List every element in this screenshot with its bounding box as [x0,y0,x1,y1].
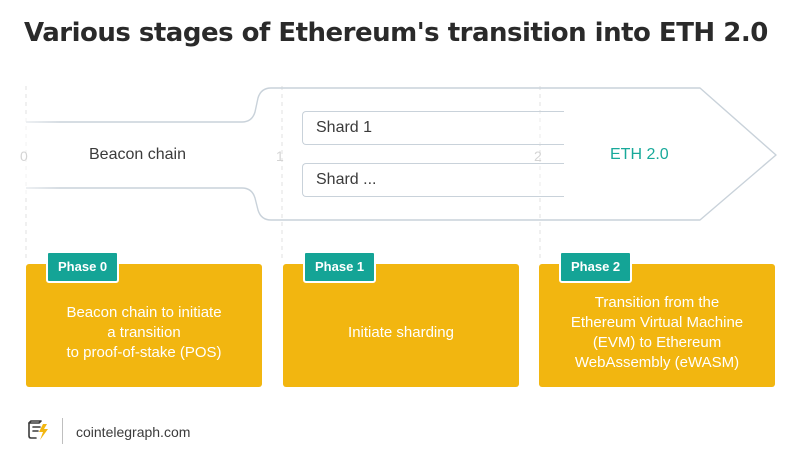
timeline-tick-2: 2 [534,148,542,164]
timeline-arrow-outline [26,87,777,221]
phase-description-2: Transition from the Ethereum Virtual Mac… [570,293,744,371]
phase-card-2: Transition from the Ethereum Virtual Mac… [539,264,775,387]
phase-description-1: Initiate sharding [348,323,454,341]
phase-card-0: Beacon chain to initiate a transition to… [26,264,262,387]
shard-box-2: Shard ... [302,163,564,197]
cointelegraph-logo-icon [28,420,48,440]
stage-label-eth2: ETH 2.0 [610,146,669,163]
stage-label-beacon-chain: Beacon chain [89,146,186,163]
phase-tag-2: Phase 2 [559,251,633,283]
phase-tag-0: Phase 0 [46,251,120,283]
phase-card-1: Initiate sharding [283,264,519,387]
shard-box-1: Shard 1 [302,111,564,145]
footer-source: cointelegraph.com [76,424,191,440]
phase-description-0: Beacon chain to initiate a transition to… [66,303,222,361]
phase-tag-1: Phase 1 [303,251,377,283]
timeline-tick-1: 1 [276,148,284,164]
footer-separator [62,418,63,444]
diagram-title: Various stages of Ethereum's transition … [24,18,768,48]
timeline-tick-0: 0 [20,148,28,164]
